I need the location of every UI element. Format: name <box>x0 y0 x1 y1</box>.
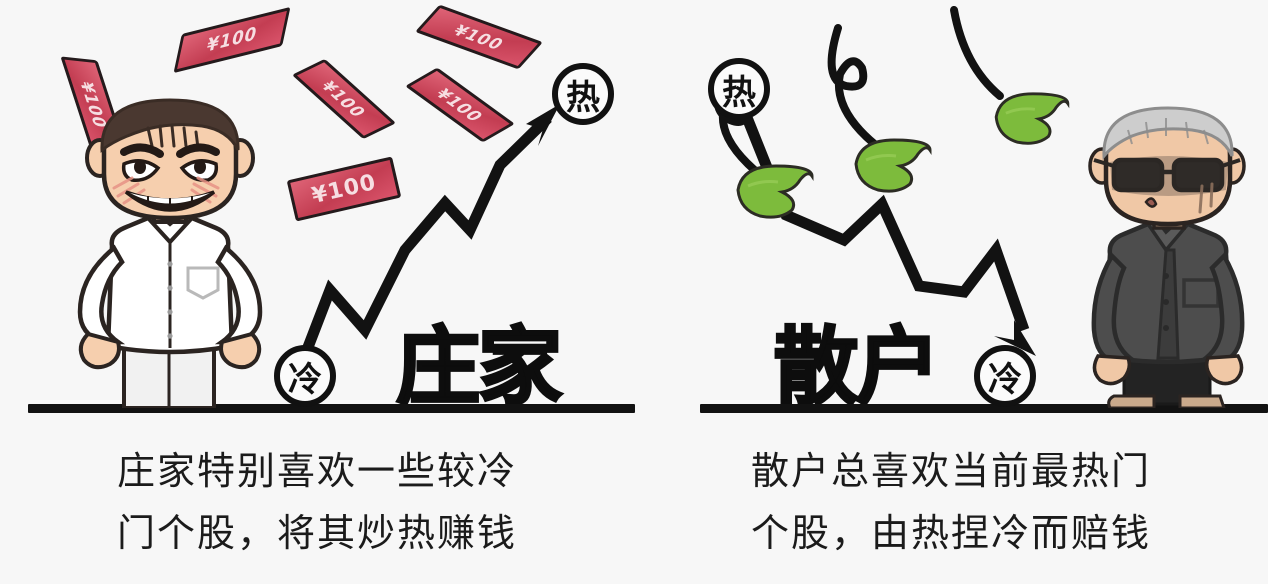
ground-line-right <box>700 404 1268 413</box>
hot-token: 热 <box>552 63 614 125</box>
chive-leaf <box>854 138 932 193</box>
rising-trend-chart <box>294 104 560 370</box>
ground-line-left <box>28 404 635 413</box>
retail-investor-caption: 散户总喜欢当前最热门 个股，由热捏冷而赔钱 <box>634 440 1268 564</box>
market-maker-label: 庄家 <box>394 318 563 416</box>
chive-leaf <box>736 164 814 219</box>
cold-token: 冷 <box>974 345 1036 407</box>
retail-investor-panel: 热 冷 散户 散户总喜欢当前最热门 个股，由热捏冷而赔钱 <box>634 0 1268 584</box>
sad-retail-investor-figure <box>1088 106 1246 408</box>
cold-token: 冷 <box>274 345 336 407</box>
caption-line-1: 散户总喜欢当前最热门 <box>750 449 1151 493</box>
retail-investor-label: 散户 <box>772 318 941 416</box>
cold-token-label: 冷 <box>988 359 1022 400</box>
grinning-market-maker-figure <box>77 98 263 408</box>
hot-token: 热 <box>708 58 770 120</box>
market-maker-panel: ¥100 ¥100 ¥100 ¥100 ¥100 ¥100 <box>0 4 635 564</box>
chive-leaf <box>994 92 1070 145</box>
falling-trend-chart <box>738 107 1036 356</box>
caption-line-1: 庄家特别喜欢一些较冷 <box>116 449 517 493</box>
cold-token-label: 冷 <box>288 359 322 400</box>
market-maker-caption: 庄家特别喜欢一些较冷 门个股，将其炒热赚钱 <box>0 440 634 564</box>
hot-token-label: 热 <box>566 77 600 118</box>
hot-token-label: 热 <box>722 72 756 113</box>
caption-line-2: 门个股，将其炒热赚钱 <box>116 511 517 555</box>
caption-line-2: 个股，由热捏冷而赔钱 <box>750 511 1151 555</box>
